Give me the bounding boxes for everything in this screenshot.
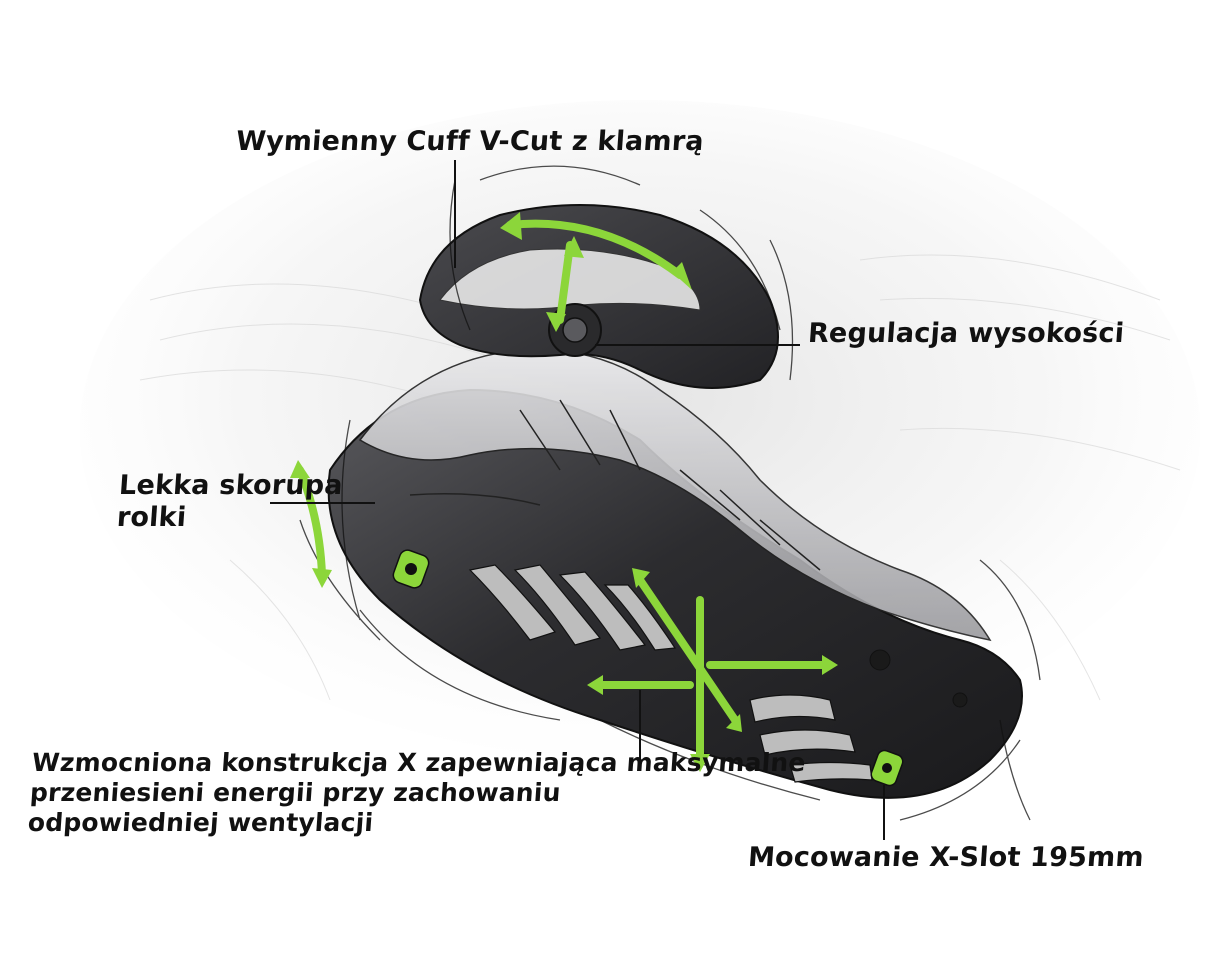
sketch-strokes (299, 165, 1041, 821)
callout-x-frame-line1: Wzmocniona konstrukcja X zapewniająca ma… (31, 748, 807, 777)
mount-plates (392, 549, 904, 787)
callout-cuff-text: Wymienny Cuff V-Cut z klamrą (234, 126, 705, 157)
callout-shell: Lekka skorupa rolki (116, 470, 344, 534)
callout-cuff: Wymienny Cuff V-Cut z klamrą (235, 126, 705, 158)
callout-x-frame-line2: przeniesieni energii przy zachowaniu (29, 778, 562, 807)
callout-shell-line2: rolki (115, 502, 188, 533)
accent-arrowheads (290, 212, 838, 772)
accent-arrows (296, 219, 834, 764)
leader-lines (270, 160, 885, 840)
callout-height-adjust: Regulacja wysokości (807, 318, 1125, 350)
boot-shell (327, 204, 1023, 799)
callout-height-text: Regulacja wysokości (806, 318, 1126, 349)
callout-x-frame-line3: odpowiedniej wentylacji (26, 808, 375, 837)
callout-shell-line1: Lekka skorupa (118, 470, 344, 501)
callout-x-frame: Wzmocniona konstrukcja X zapewniająca ma… (27, 748, 807, 838)
callout-mount: Mocowanie X-Slot 195mm (747, 842, 1145, 874)
callout-mount-text: Mocowanie X-Slot 195mm (746, 842, 1145, 873)
